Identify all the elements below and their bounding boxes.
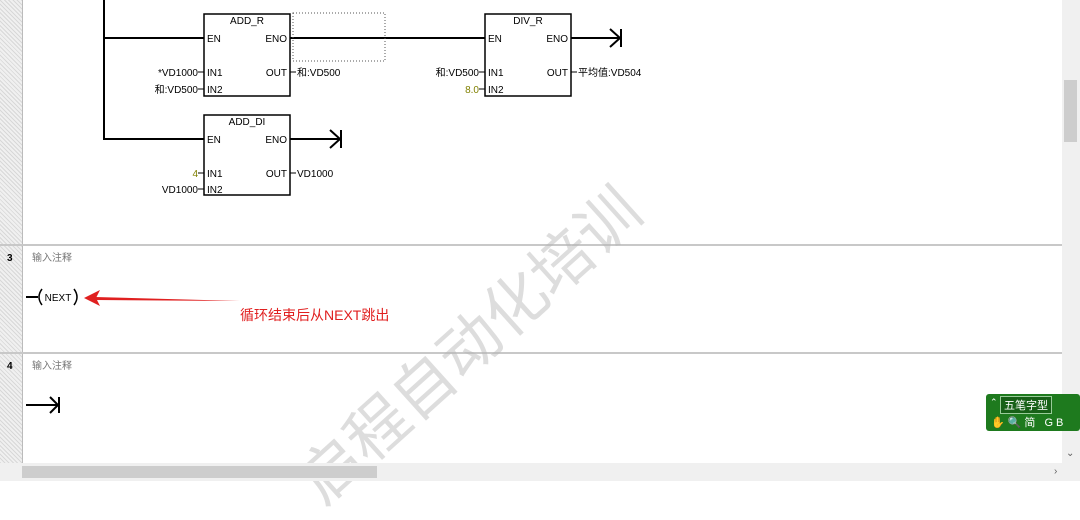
network-comment[interactable]: 输入注释: [32, 251, 72, 264]
pin-label: EN: [488, 34, 502, 45]
ime-mode[interactable]: 五笔字型: [1000, 396, 1052, 414]
operand[interactable]: 和:VD500: [155, 84, 199, 96]
operand[interactable]: 和:VD500: [297, 67, 341, 79]
vertical-scroll-thumb[interactable]: [1064, 80, 1077, 142]
pin-label: ENO: [265, 135, 287, 146]
operand[interactable]: 8.0: [465, 85, 479, 96]
operand[interactable]: VD1000: [297, 169, 334, 180]
block-title: ADD_DI: [229, 117, 266, 128]
pin-label: IN1: [207, 169, 223, 180]
horizontal-scroll-thumb[interactable]: [22, 466, 377, 478]
pin-label: ENO: [265, 34, 287, 45]
pin-label: ENO: [546, 34, 568, 45]
pin-label: OUT: [547, 68, 568, 79]
network-comment[interactable]: 输入注释: [32, 359, 72, 372]
operand[interactable]: 平均值:VD504: [578, 66, 642, 79]
pin-label: IN1: [207, 68, 223, 79]
coil-label: NEXT: [45, 293, 72, 304]
block-title: DIV_R: [513, 16, 542, 27]
add-r-box[interactable]: ADD_R EN ENO IN1 IN2 OUT *VD1000 和:VD500…: [155, 16, 341, 96]
pin-label: IN2: [207, 85, 223, 96]
ime-options[interactable]: ✋🔍简 GB: [991, 417, 1067, 429]
pin-label: EN: [207, 34, 221, 45]
network-number: 3: [7, 253, 13, 264]
ladder-diagram: ADD_R EN ENO IN1 IN2 OUT *VD1000 和:VD500…: [7, 0, 642, 414]
scroll-down-icon[interactable]: ⌄: [1066, 448, 1075, 459]
add-di-box[interactable]: ADD_DI EN ENO IN1 IN2 OUT 4 VD1000 VD100…: [162, 117, 334, 196]
network-gutter: [0, 0, 23, 463]
pin-label: OUT: [266, 68, 287, 79]
pin-label: OUT: [266, 169, 287, 180]
annotation-text: 循环结束后从NEXT跳出: [240, 307, 389, 323]
pin-label: EN: [207, 135, 221, 146]
div-r-box[interactable]: DIV_R EN ENO IN1 IN2 OUT 和:VD500 8.0 平均值…: [436, 16, 642, 96]
collapse-icon[interactable]: ⌃: [990, 397, 998, 407]
annotation-arrow: [84, 290, 240, 306]
operand[interactable]: VD1000: [162, 185, 199, 196]
pin-label: IN1: [488, 68, 504, 79]
operand[interactable]: 和:VD500: [436, 67, 480, 79]
operand[interactable]: *VD1000: [158, 68, 198, 79]
next-coil[interactable]: NEXT: [38, 288, 78, 306]
pin-label: IN2: [207, 185, 223, 196]
network-separator: [0, 352, 1062, 354]
pin-label: IN2: [488, 85, 504, 96]
block-title: ADD_R: [230, 16, 264, 27]
ime-toolbar[interactable]: ⌃ 五笔字型 ✋🔍简 GB: [986, 394, 1080, 431]
network-number: 4: [7, 361, 13, 372]
network-separator: [0, 244, 1062, 246]
scroll-right-icon[interactable]: ›: [1054, 466, 1058, 477]
operand[interactable]: 4: [192, 169, 198, 180]
selection-box: [292, 12, 386, 62]
